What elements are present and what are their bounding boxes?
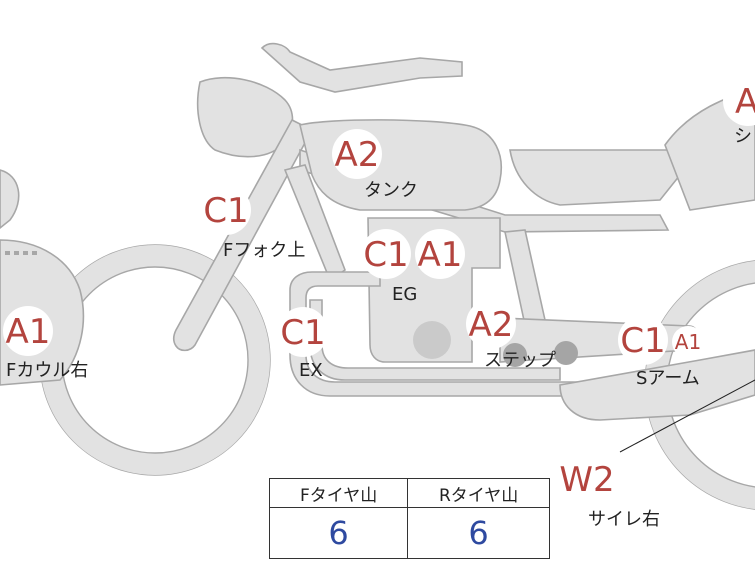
front-cowl bbox=[0, 169, 85, 386]
grade-marker-sarm-secondary: A1 bbox=[672, 326, 704, 358]
grade-code: W2 bbox=[559, 460, 614, 500]
front-tire-tread-value: 6 bbox=[268, 507, 409, 559]
part-label: Fカウル右 bbox=[6, 360, 88, 381]
grade-marker-eg: C1 EG bbox=[361, 229, 417, 305]
grade-badge bbox=[466, 299, 516, 349]
grade-marker-seat: A シ bbox=[723, 76, 755, 147]
grade-code: A2 bbox=[469, 305, 514, 345]
front-tire-tread-header: Fタイヤ山 bbox=[268, 478, 409, 508]
grade-marker-eg-secondary: A1 bbox=[415, 229, 465, 279]
rear-tire-tread-header: Rタイヤ山 bbox=[407, 478, 550, 508]
rear-tire-tread-value: 6 bbox=[407, 507, 550, 559]
part-label: ステップ bbox=[484, 350, 556, 371]
tread-header-row: Fタイヤ山 Rタイヤ山 bbox=[268, 478, 550, 508]
part-label: シ bbox=[734, 126, 752, 147]
grade-marker-step: A2 ステップ bbox=[466, 299, 556, 371]
grade-code: C1 bbox=[363, 235, 408, 275]
step-right bbox=[554, 341, 578, 365]
grade-code: A1 bbox=[418, 235, 463, 275]
part-label: Fフォク上 bbox=[223, 240, 305, 261]
grade-code: A bbox=[735, 82, 755, 122]
grade-badge bbox=[201, 185, 251, 235]
grade-badge bbox=[361, 229, 411, 279]
muffler bbox=[559, 349, 755, 421]
front-fork bbox=[172, 118, 314, 352]
grade-badge bbox=[672, 326, 704, 358]
part-label: Sアーム bbox=[636, 368, 700, 389]
grade-marker-tank: A2 タンク bbox=[332, 129, 418, 201]
grade-badge bbox=[562, 454, 612, 504]
grade-code: C1 bbox=[203, 191, 248, 231]
grade-marker-fcowl: A1 Fカウル右 bbox=[3, 306, 88, 381]
grade-badge bbox=[723, 76, 755, 126]
step-left bbox=[503, 343, 527, 367]
tire-tread-table: Fタイヤ山 Rタイヤ山 6 6 bbox=[268, 478, 550, 559]
handlebar bbox=[260, 42, 463, 93]
exhaust-pipe-lower bbox=[309, 299, 561, 381]
grade-badge bbox=[618, 315, 668, 365]
grade-badge bbox=[415, 229, 465, 279]
grade-code: A1 bbox=[6, 312, 51, 352]
tread-value-row: 6 6 bbox=[268, 507, 550, 559]
grade-code: A1 bbox=[675, 330, 701, 354]
seat bbox=[509, 149, 681, 206]
grade-code: C1 bbox=[620, 321, 665, 361]
part-label: サイレ右 bbox=[588, 509, 660, 530]
silencer-leader-line bbox=[619, 379, 755, 453]
engine-cover bbox=[413, 321, 451, 359]
grade-code: A2 bbox=[335, 135, 380, 175]
grade-code: C1 bbox=[280, 313, 325, 353]
part-label: EG bbox=[392, 284, 417, 305]
grade-marker-sarm: C1 Sアーム bbox=[618, 315, 700, 389]
grade-badge bbox=[278, 307, 328, 357]
part-label: タンク bbox=[364, 180, 418, 201]
grade-badge bbox=[3, 306, 53, 356]
grade-marker-ffork: C1 Fフォク上 bbox=[201, 185, 305, 261]
part-label: EX bbox=[299, 360, 323, 381]
grade-marker-ex: C1 EX bbox=[278, 307, 328, 381]
grade-badge bbox=[332, 129, 382, 179]
grade-marker-silencer: W2 サイレ右 bbox=[559, 454, 660, 530]
frame-down-tube bbox=[283, 164, 346, 282]
